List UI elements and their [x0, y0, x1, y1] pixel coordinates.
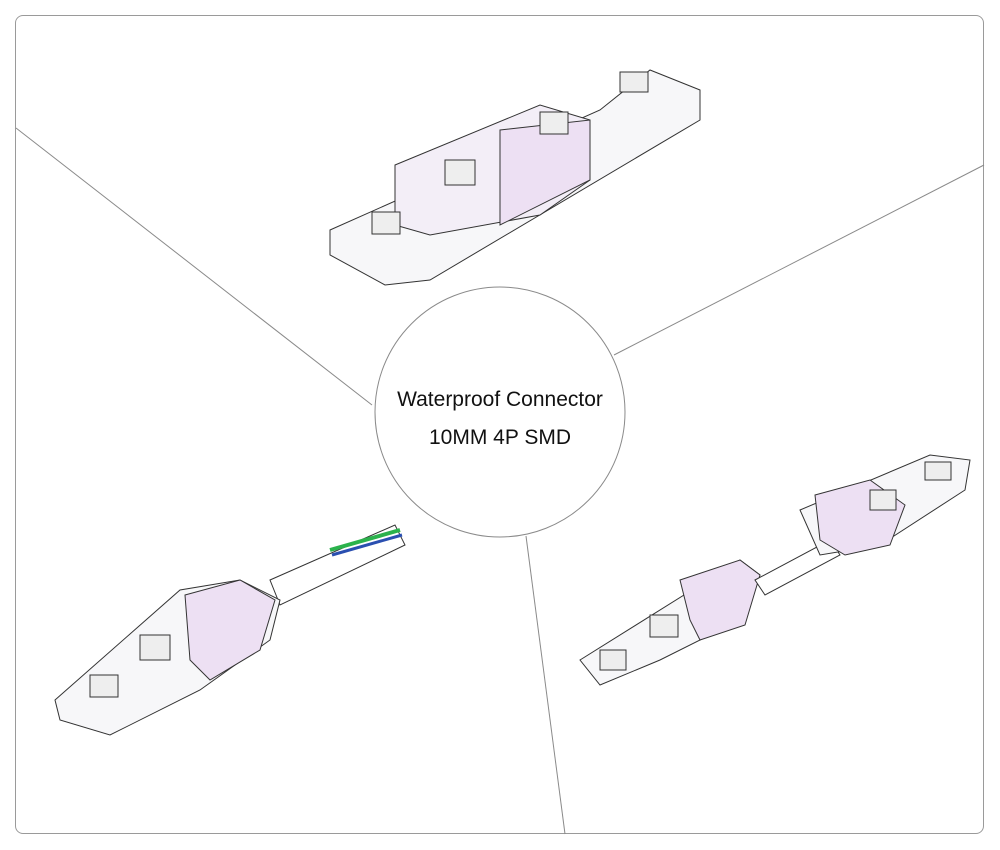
- image-frame: [15, 15, 984, 834]
- divider-lines: [15, 127, 985, 835]
- strip-to-wire-connector: [54, 524, 406, 736]
- divider-line-left: [15, 127, 373, 406]
- strip-wire-strip-connector: [579, 454, 971, 686]
- divider-line-right: [613, 164, 985, 356]
- center-circle: [374, 286, 626, 538]
- divider-line-bottom: [525, 535, 566, 835]
- title-line-1: Waterproof Connector: [397, 388, 603, 411]
- title-line-2: 10MM 4P SMD: [429, 426, 571, 449]
- strip-to-strip-connector: [329, 69, 701, 286]
